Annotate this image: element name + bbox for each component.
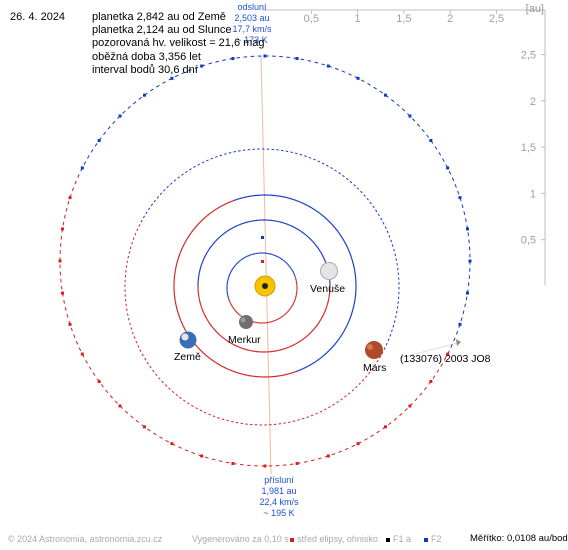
mercury-label: Merkur [228,334,261,346]
footer-copyright: © 2024 Astronomia, astronomia.zcu.cz [8,534,163,544]
planet-earth: Země [174,331,201,363]
mars-label: Mars [363,362,386,374]
perihelion-distance: 1,981 au [261,486,296,496]
earth-label: Země [174,351,201,363]
ellipse-center-marker [261,260,264,263]
x-tick-label: 0,5 [304,13,319,25]
footer-scale: Měřítko: 0,0108 au/bod [470,533,568,544]
x-tick-label: 2,5 [489,13,504,25]
info-magnitude: pozorovaná hv. velikost = 21,6 mag [92,37,265,50]
planet-venus: Venuše [310,262,345,295]
asteroid: (133076) 2003 JO8 [399,339,491,365]
planet-mars: Mars [363,341,386,374]
venus-label: Venuše [310,283,345,295]
x-tick-label: 1 [355,13,361,25]
orbit-mars [124,148,400,426]
legend-f1-text: F1 a [393,534,412,544]
legend-f2-text: F2 [431,534,442,544]
aphelion-speed: 17,7 km/s [232,24,272,34]
f2-marker-icon [424,537,428,542]
x-tick-label: 1,5 [396,13,411,25]
footer-generated: Vygenerováno za 0,10 s [192,534,289,544]
y-tick-label: 2 [530,96,536,108]
f1-marker-icon [386,537,390,542]
y-tick-label: 1,5 [521,142,536,154]
info-earth-distance: planetka 2,842 au od Země [92,11,226,23]
info-interval: interval bodů 30,6 dní [92,63,198,76]
date-label: 26. 4. 2024 [10,11,66,23]
x-tick-label: 2 [447,13,453,25]
perihelion-speed: 22,4 km/s [259,497,299,507]
aphelion-title: odsluní [237,2,267,12]
planet-mercury: Merkur [228,315,261,346]
info-sun-distance: planetka 2,124 au od Slunce [92,24,232,37]
orbit-venus [197,219,331,353]
orbits [58,54,472,468]
legend-center-text: střed elipsy, ohnisko [297,534,378,544]
perihelion-temp: ~ 195 K [263,508,294,518]
x-axis-ticks: 0,5 1 1,5 2 2,5 [304,10,504,25]
ellipse-focus-marker [261,236,264,239]
aphelion-annotation: odsluní 2,503 au 17,7 km/s ~ 173 K [232,2,272,45]
perihelion-annotation: přísluní 1,981 au 22,4 km/s ~ 195 K [259,475,299,518]
aphelion-distance: 2,503 au [234,13,269,23]
orbit-earth [173,194,357,378]
footer-legend-center: střed elipsy, ohnisko [290,534,378,544]
center-marker-icon [290,537,294,542]
y-axis-ticks: 2,5 2 1,5 1 0,5 [521,50,545,247]
apsidal-line [260,55,272,475]
y-tick-label: 2,5 [521,50,536,62]
perihelion-title: přísluní [264,475,294,485]
footer-legend-f1: F1 a [386,534,411,544]
unit-label: [au] [525,3,544,15]
orbit-asteroid [58,54,472,468]
info-panel: planetka 2,842 au od Země planetka 2,124… [92,11,265,77]
footer-legend-f2: F2 [424,534,442,544]
y-tick-label: 1 [530,188,536,200]
aphelion-temp: ~ 173 K [236,35,267,45]
y-tick-label: 0,5 [521,235,536,247]
asteroid-label: (133076) 2003 JO8 [400,353,491,365]
sun [254,275,276,297]
orbit-diagram: 0,5 1 1,5 2 2,5 2,5 2 1,5 1 0,5 Venuše Merkur Ze… [58,2,546,518]
info-period: oběžná doba 3,356 let [92,50,201,63]
